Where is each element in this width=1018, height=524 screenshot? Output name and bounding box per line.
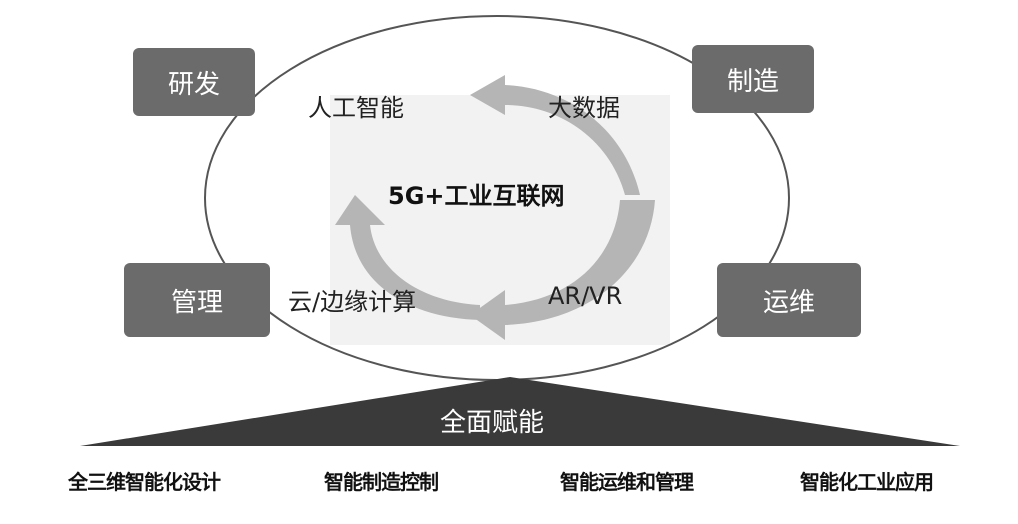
box-rd-label: 研发 (167, 69, 220, 100)
bottom-item-1: 全三维智能化设计 (68, 470, 221, 494)
tech-cloud-edge: 云/边缘计算 (288, 288, 417, 316)
bottom-item-3: 智能运维和管理 (560, 470, 694, 494)
tech-ai: 人工智能 (308, 94, 404, 122)
box-manufacturing: 制造 (692, 45, 814, 113)
box-management-label: 管理 (170, 287, 223, 318)
box-rd: 研发 (133, 48, 255, 116)
base-label: 全面赋能 (440, 408, 545, 438)
cycle-arrow-left (335, 195, 480, 320)
bottom-item-2: 智能制造控制 (324, 470, 439, 494)
tech-big-data: 大数据 (548, 94, 620, 122)
tech-ar-vr: AR/VR (548, 282, 623, 310)
base-triangle (80, 377, 960, 446)
cycle-arrows (335, 75, 655, 340)
cycle-arrow-right (470, 200, 655, 340)
box-operations-label: 运维 (762, 287, 815, 318)
center-title: 5G+工业互联网 (388, 182, 565, 210)
cycle-arrow-top (470, 75, 640, 195)
bottom-item-4: 智能化工业应用 (800, 470, 934, 494)
box-manufacturing-label: 制造 (726, 66, 779, 97)
box-operations: 运维 (717, 263, 861, 337)
box-management: 管理 (124, 263, 270, 337)
